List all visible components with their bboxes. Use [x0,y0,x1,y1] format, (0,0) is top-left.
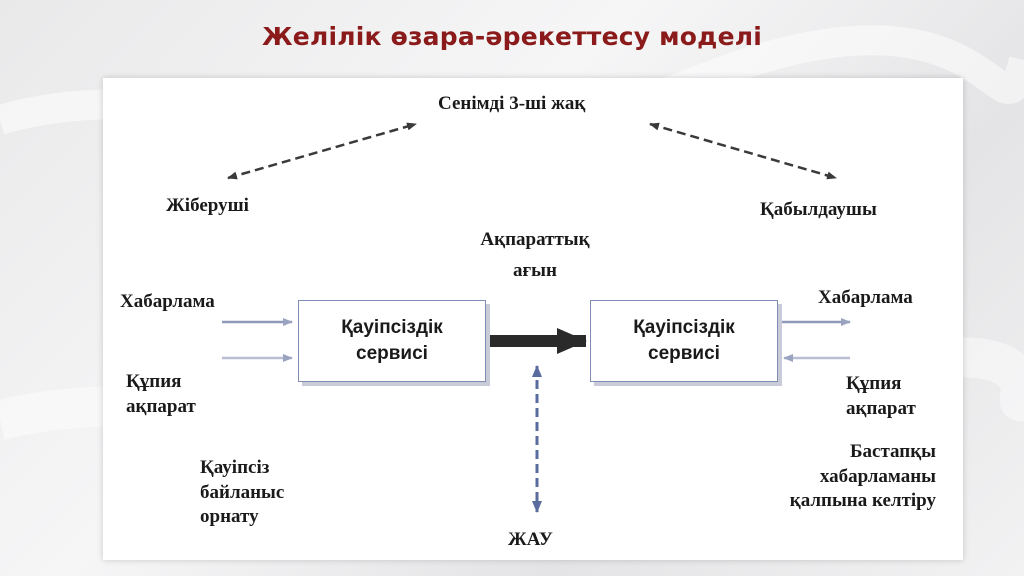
right-security-service-line2: сервисі [648,343,720,364]
left-secret-line1: Құпия [126,371,182,392]
left-security-service-line1: Қауіпсіздік [341,317,443,339]
right-security-service-line1: Қауіпсіздік [633,317,735,339]
info-flow-label: Ақпараттық ағын [460,228,610,283]
secure-connection-line3: орнату [200,506,259,528]
right-security-service-box: Қауіпсіздік сервисі [590,300,778,382]
left-security-service-box: Қауіпсіздік сервисі [298,300,486,382]
restore-line1: Бастапқы [849,441,936,462]
restore-line3: қалпына келтіру [789,490,936,512]
secure-connection-label: Қауіпсіз байланыс орнату [200,456,284,530]
trusted-third-party-label: Сенімді 3-ші жақ [438,93,586,114]
left-security-service-line2: сервисі [356,343,428,364]
slide-title: Желілік өзара-әрекеттесу моделі [261,22,763,51]
receiver-label: Қабылдаушы [760,199,877,220]
enemy-label: ЖАУ [508,529,553,550]
restore-line2: хабарламаны [819,465,936,487]
restore-message-label: Бастапқы хабарламаны қалпына келтіру [740,440,936,514]
info-flow-line2: ағын [513,259,557,281]
right-secret-label: Құпия ақпарат [846,372,916,421]
left-secret-label: Құпия ақпарат [126,370,196,419]
left-secret-line2: ақпарат [126,395,196,417]
info-flow-line1: Ақпараттық [480,229,590,250]
right-message-label: Хабарлама [818,287,913,308]
sender-third-party-arrow [227,122,417,180]
receiver-third-party-arrow [649,122,837,180]
right-secret-line1: Құпия [846,373,902,394]
right-secret-line2: ақпарат [846,397,916,419]
sender-label: Жіберуші [166,195,249,216]
left-message-label: Хабарлама [120,291,215,312]
secure-connection-line2: байланыс [200,481,285,503]
secure-connection-line1: Қауіпсіз [200,457,270,478]
